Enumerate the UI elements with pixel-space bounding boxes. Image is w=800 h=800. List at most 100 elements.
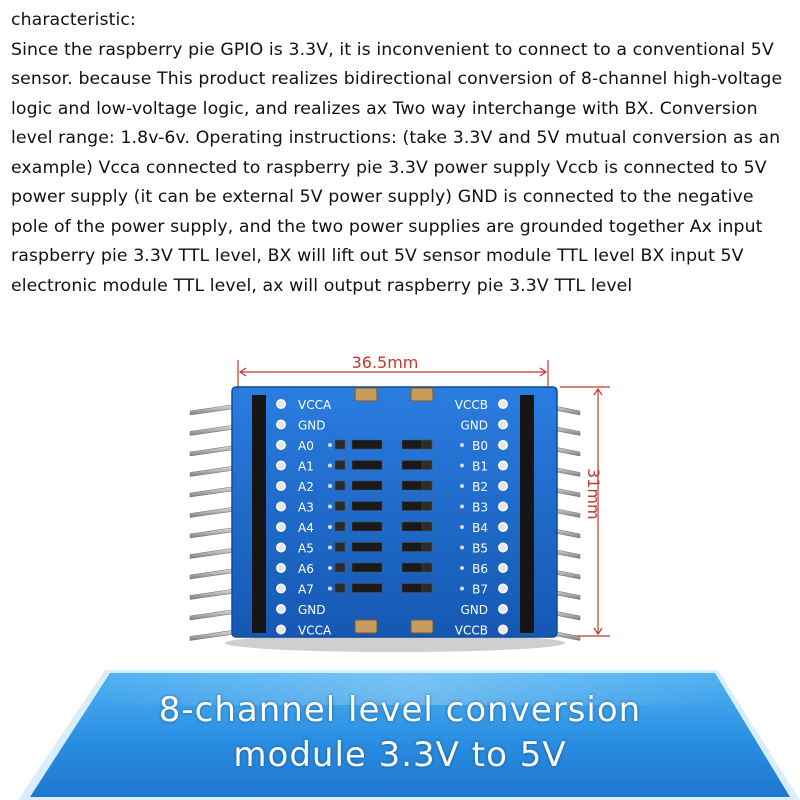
resistor-chip — [334, 583, 346, 593]
mosfet-chip — [351, 583, 383, 593]
pin-label: B5 — [472, 542, 488, 556]
resistor-chip — [334, 562, 346, 573]
via — [328, 545, 332, 550]
capacitor-top-left — [354, 387, 378, 402]
mosfet-chip — [351, 542, 383, 552]
width-dimension-label: 36.5mm — [352, 353, 419, 372]
banner-background — [18, 670, 800, 800]
solder-pad — [276, 542, 286, 553]
resistor-chip — [421, 460, 433, 470]
resistor-chip — [421, 562, 433, 573]
resistor-chip — [334, 542, 346, 552]
via — [460, 484, 464, 488]
resistor-chip — [334, 439, 346, 450]
product-description: characteristic: Since the raspberry pie … — [11, 6, 796, 301]
pin-label: VCCA — [298, 398, 332, 412]
solder-pad — [276, 501, 286, 512]
mosfet-chip — [351, 501, 383, 511]
solder-pad — [276, 399, 286, 409]
solder-pad — [276, 440, 286, 450]
pin-label: GND — [298, 603, 326, 617]
solder-pad — [498, 522, 508, 532]
resistor-chip — [421, 439, 433, 450]
pin-label: B7 — [472, 583, 488, 597]
solder-pad — [498, 419, 508, 430]
pin-label: A4 — [298, 521, 314, 535]
pin-label: VCCA — [298, 624, 332, 638]
mosfet-chip — [351, 439, 383, 450]
resistor-chip — [334, 480, 346, 491]
pin-label: GND — [460, 419, 488, 433]
via — [328, 525, 332, 529]
via — [460, 443, 464, 447]
via — [460, 545, 464, 550]
width-dimension — [237, 360, 549, 390]
via — [328, 484, 332, 488]
resistor-chip — [421, 583, 433, 593]
banner-title-line-2: module 3.3V to 5V — [233, 735, 567, 775]
pin-label: A1 — [298, 460, 314, 474]
via — [460, 463, 464, 468]
solder-pad — [498, 604, 508, 614]
pin-label: B3 — [472, 501, 488, 515]
solder-pad — [498, 583, 508, 594]
solder-pad — [276, 481, 286, 491]
solder-pad — [276, 522, 286, 532]
via — [328, 443, 332, 447]
solder-pad — [498, 481, 508, 491]
banner-title-line-1: 8-channel level conversion — [158, 690, 642, 730]
solder-pad — [498, 440, 508, 450]
via — [460, 586, 464, 591]
via — [328, 463, 332, 468]
via — [328, 586, 332, 591]
pin-label: GND — [460, 603, 488, 617]
resistor-chip — [421, 521, 433, 532]
pcb-board — [231, 386, 558, 638]
right-header-block — [520, 395, 534, 633]
pin-label: VCCB — [455, 398, 488, 412]
pin-label: B6 — [472, 562, 488, 576]
resistor-chip — [334, 521, 346, 532]
mosfet-chip — [351, 460, 383, 470]
level-shifter-components — [328, 439, 464, 593]
pin-label: A3 — [298, 501, 314, 515]
resistor-chip — [334, 501, 346, 511]
module-photo: 36.5mm 31mm VCCAGNDA0A1A2A3A4A5A6A7GNDVC… — [189, 353, 610, 652]
capacitor-top-right — [410, 387, 434, 402]
left-pads — [276, 399, 286, 635]
description-body: Since the raspberry pie GPIO is 3.3V, it… — [11, 39, 783, 296]
pin-label: B0 — [472, 439, 488, 453]
pin-label: VCCB — [455, 624, 488, 638]
solder-pad — [498, 542, 508, 553]
board-shadow — [225, 634, 565, 652]
resistor-chip — [334, 460, 346, 470]
via — [460, 525, 464, 529]
via — [328, 566, 332, 570]
capacitor-bottom-left — [354, 619, 378, 634]
solder-pad — [276, 604, 286, 614]
solder-pad — [498, 460, 508, 471]
mosfet-chip — [351, 521, 383, 532]
pin-label: B4 — [472, 521, 488, 535]
solder-pad — [276, 460, 286, 471]
mosfet-chip — [351, 562, 383, 573]
solder-pad — [276, 583, 286, 594]
left-header-block — [252, 395, 266, 633]
pin-label: B1 — [472, 460, 488, 474]
pin-label: A6 — [298, 562, 314, 576]
pin-label: A7 — [298, 583, 314, 597]
resistor-chip — [421, 480, 433, 491]
description-heading: characteristic: — [11, 10, 136, 30]
solder-pad — [498, 624, 508, 635]
resistor-chip — [421, 501, 433, 511]
resistor-chip — [421, 542, 433, 552]
solder-pad — [498, 399, 508, 409]
right-pads — [498, 399, 508, 635]
pin-label: B2 — [472, 480, 488, 494]
via — [328, 504, 332, 509]
height-dimension-label: 31mm — [584, 468, 603, 520]
capacitor-bottom-right — [410, 619, 434, 634]
solder-pad — [498, 563, 508, 573]
